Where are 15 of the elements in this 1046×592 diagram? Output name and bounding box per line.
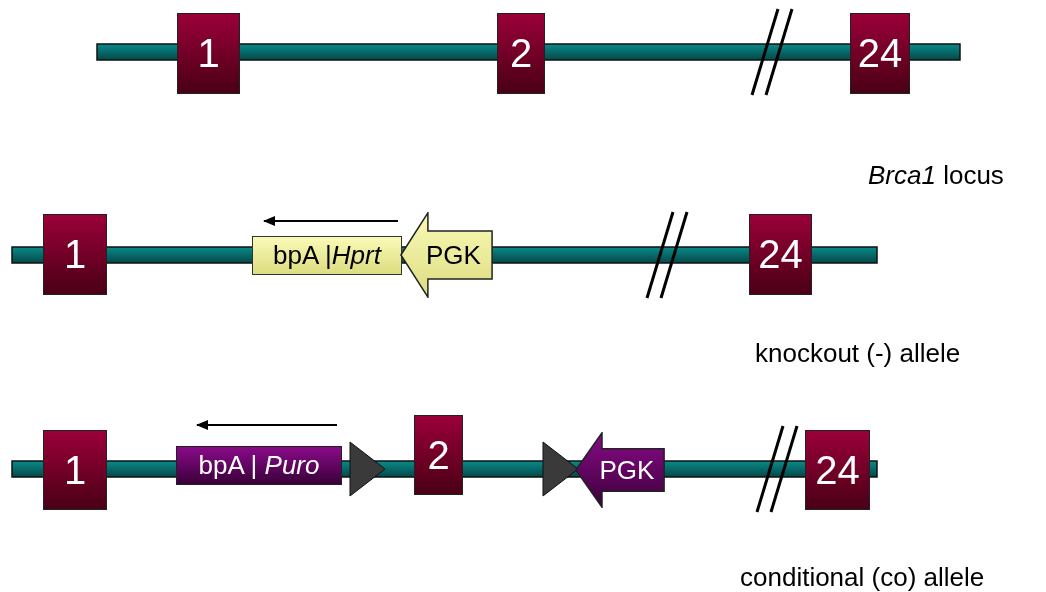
exon-box: 24 xyxy=(850,13,910,94)
exon-box: 1 xyxy=(177,13,240,94)
exon-box: 2 xyxy=(497,13,545,94)
allele-label: knockout (-) allele xyxy=(755,338,961,369)
cassette-box: bpA | Puro xyxy=(176,446,342,485)
cassette-box: bpA |Hprt xyxy=(252,236,402,275)
allele-label: Brca1 locus xyxy=(868,160,1004,191)
promoter-arrow: PGK xyxy=(575,432,665,508)
exon-box: 1 xyxy=(43,214,107,295)
exon-box: 1 xyxy=(43,430,107,510)
exon-box: 2 xyxy=(414,415,463,495)
exon-box: 24 xyxy=(749,214,812,295)
exon-box: 24 xyxy=(805,430,870,510)
allele-label: conditional (co) allele xyxy=(740,562,985,592)
promoter-arrow: PGK xyxy=(400,212,493,298)
